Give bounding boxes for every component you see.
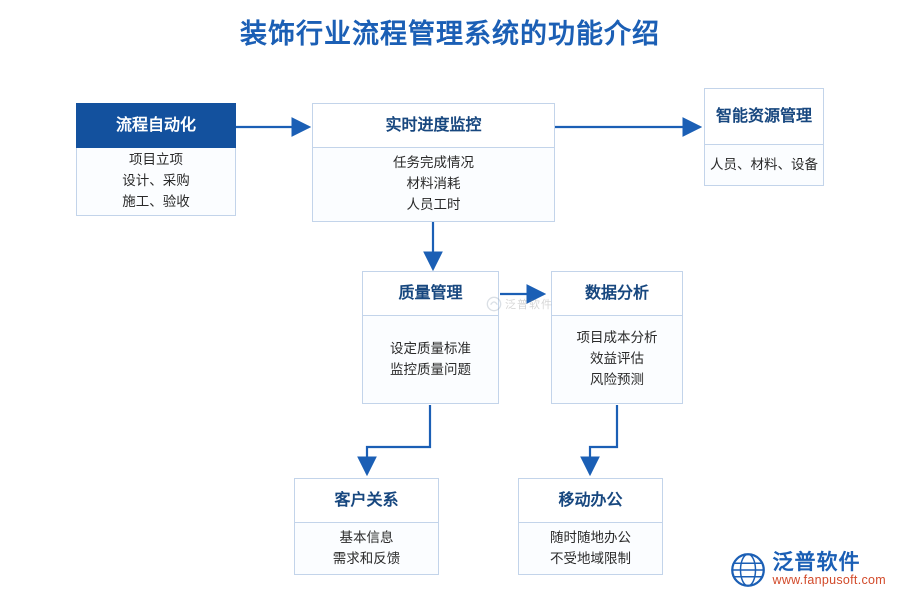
node-item: 施工、验收: [122, 193, 190, 209]
node-item: 随时随地办公: [550, 529, 631, 545]
node-body-resource-management: 人员、材料、设备: [704, 145, 824, 186]
node-header-data-analysis: 数据分析: [551, 271, 683, 316]
node-resource-management[interactable]: 智能资源管理 人员、材料、设备: [704, 88, 824, 186]
logo-name: 泛普软件: [772, 551, 861, 575]
node-header-progress-monitor: 实时进度监控: [312, 103, 555, 148]
node-body-mobile-office: 随时随地办公 不受地域限制: [518, 523, 663, 575]
node-item: 材料消耗: [406, 176, 461, 192]
node-item: 项目成本分析: [576, 330, 658, 346]
node-header-resource-management: 智能资源管理: [704, 88, 824, 145]
node-body-progress-monitor: 任务完成情况 材料消耗 人员工时: [312, 148, 555, 222]
node-body-process-automation: 项目立项 设计、采购 施工、验收: [76, 148, 236, 216]
node-item: 监控质量问题: [390, 361, 471, 377]
node-item: 人员工时: [406, 196, 461, 212]
node-header-quality-management: 质量管理: [362, 271, 499, 316]
node-progress-monitor[interactable]: 实时进度监控 任务完成情况 材料消耗 人员工时: [312, 103, 555, 222]
brand-logo: 泛普软件 www.fanpusoft.com: [730, 552, 886, 588]
node-data-analysis[interactable]: 数据分析 项目成本分析 效益评估 风险预测: [551, 271, 683, 404]
node-item: 需求和反馈: [332, 550, 401, 566]
node-quality-management[interactable]: 质量管理 设定质量标准 监控质量问题: [362, 271, 499, 404]
node-item: 人员、材料、设备: [710, 156, 818, 172]
node-item: 基本信息: [339, 529, 394, 545]
node-item: 风险预测: [590, 371, 644, 387]
node-process-automation[interactable]: 流程自动化 项目立项 设计、采购 施工、验收: [76, 103, 236, 216]
node-body-quality-management: 设定质量标准 监控质量问题: [362, 316, 499, 404]
node-item: 项目立项: [129, 152, 183, 168]
node-header-customer-relations: 客户关系: [294, 478, 439, 523]
node-item: 不受地域限制: [550, 550, 631, 566]
node-item: 效益评估: [590, 351, 644, 367]
node-item: 设定质量标准: [390, 340, 471, 356]
logo-url: www.fanpusoft.com: [772, 573, 886, 588]
node-mobile-office[interactable]: 移动办公 随时随地办公 不受地域限制: [518, 478, 663, 575]
node-item: 设计、采购: [122, 173, 190, 189]
globe-icon: [730, 553, 765, 587]
node-header-process-automation: 流程自动化: [76, 103, 236, 148]
node-header-mobile-office: 移动办公: [518, 478, 663, 523]
node-item: 任务完成情况: [393, 155, 474, 171]
node-customer-relations[interactable]: 客户关系 基本信息 需求和反馈: [294, 478, 439, 575]
page-title: 装饰行业流程管理系统的功能介绍: [240, 19, 660, 49]
node-body-customer-relations: 基本信息 需求和反馈: [294, 523, 439, 575]
node-body-data-analysis: 项目成本分析 效益评估 风险预测: [551, 316, 683, 404]
